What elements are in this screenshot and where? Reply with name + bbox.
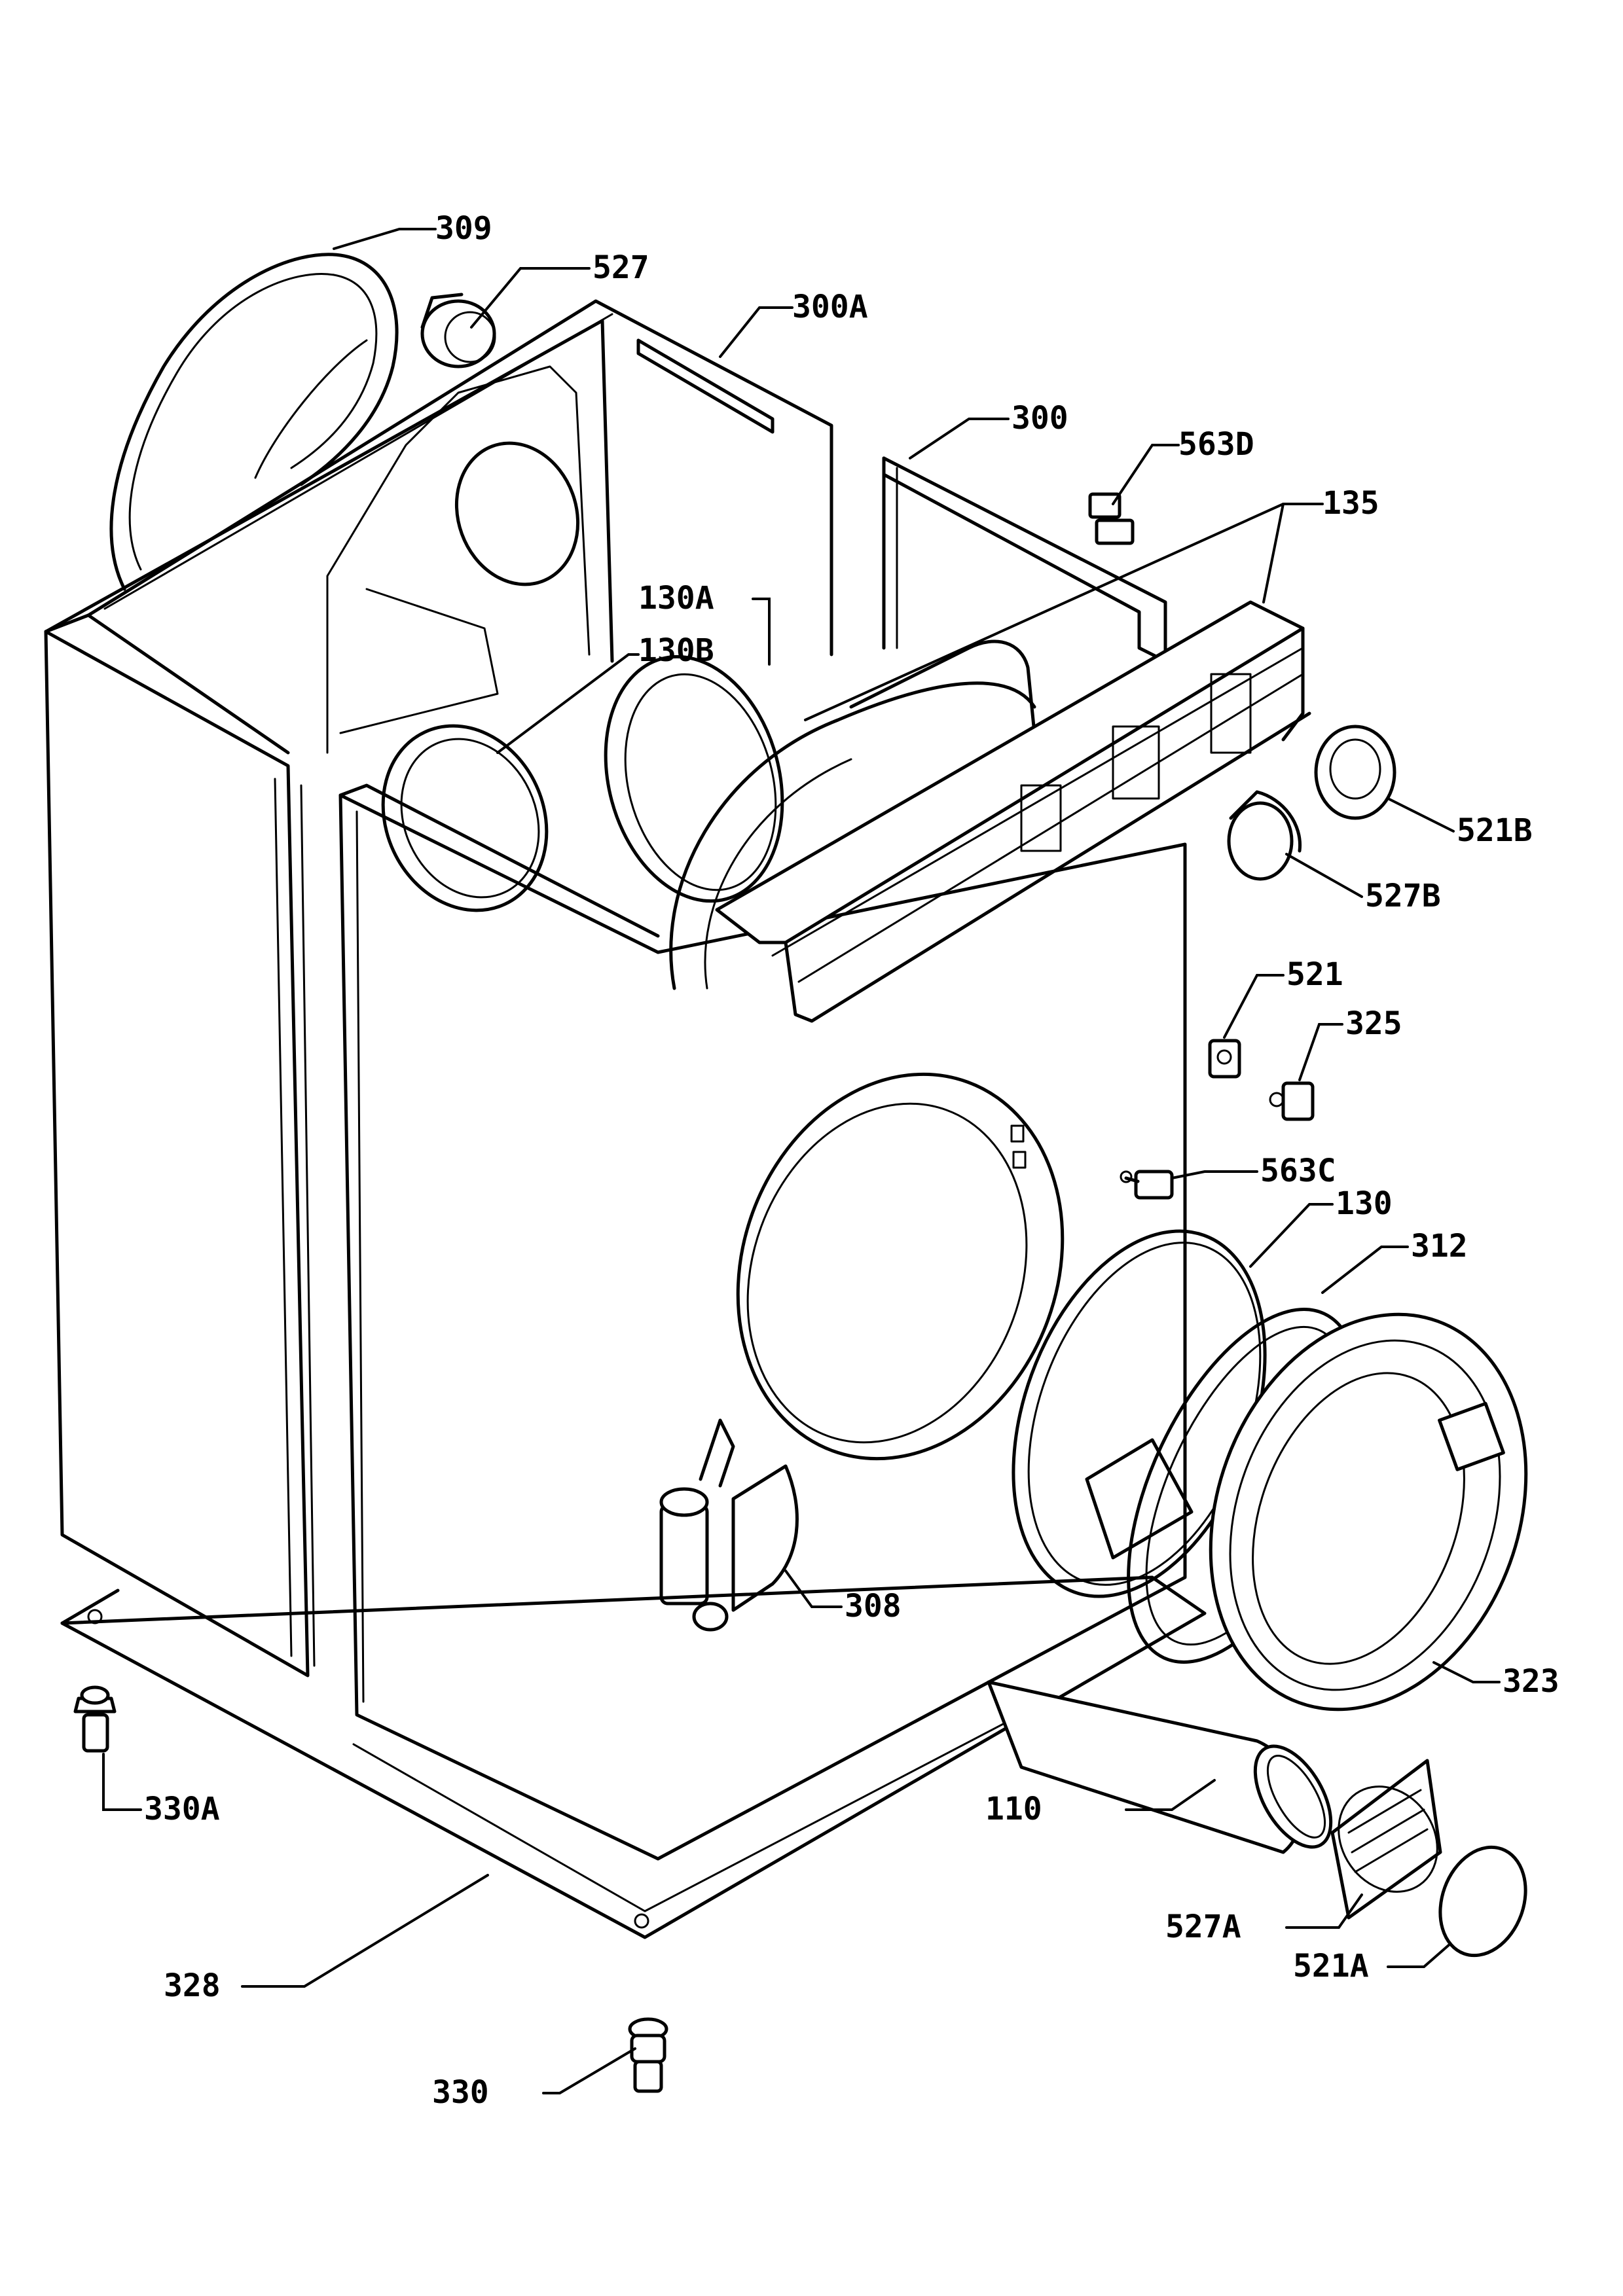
- callout-312: 312: [1411, 1228, 1468, 1265]
- callout-521a: 521A: [1293, 1948, 1369, 1984]
- callout-563c: 563C: [1260, 1153, 1336, 1189]
- foot-330a: [73, 1685, 117, 1753]
- cabinet-front-panel: [338, 783, 1187, 1861]
- drum-tub: [669, 639, 1036, 990]
- callout-325: 325: [1345, 1005, 1402, 1042]
- filter-cap-521a: [1438, 1845, 1527, 1958]
- filter-housing-527a: [1330, 1759, 1442, 1920]
- inner-drum-seal-130a: [604, 655, 784, 903]
- callout-110: 110: [985, 1791, 1042, 1827]
- switch-563c: [1120, 1170, 1174, 1200]
- callout-300: 300: [1012, 400, 1068, 437]
- callout-527a: 527A: [1165, 1909, 1241, 1945]
- cabinet-rear-panel: [44, 299, 833, 754]
- plug-527: [420, 293, 496, 368]
- callout-323: 323: [1503, 1663, 1559, 1700]
- knob-521: [1208, 1039, 1241, 1079]
- door-323: [1209, 1312, 1528, 1712]
- rear-drum-seal-309: [109, 253, 399, 591]
- callout-308: 308: [845, 1588, 902, 1624]
- callout-300a: 300A: [792, 289, 868, 325]
- bracket-325: [1269, 1081, 1315, 1121]
- cabinet-left-side-panel: [44, 613, 316, 1677]
- door-hinge-308: [659, 1418, 799, 1632]
- callout-330: 330: [432, 2074, 489, 2111]
- callout-309: 309: [435, 210, 492, 247]
- knob-527b: [1227, 790, 1302, 881]
- callout-521: 521: [1286, 956, 1343, 993]
- callout-135: 135: [1322, 485, 1379, 522]
- door-porthole-opening: [736, 1072, 1065, 1461]
- callout-527: 527: [593, 249, 649, 286]
- inner-drum-seal-130b: [381, 724, 549, 912]
- callout-521b: 521B: [1457, 812, 1533, 849]
- callout-130: 130: [1336, 1185, 1393, 1222]
- callout-527b: 527B: [1365, 878, 1441, 914]
- top-rail-300a: [636, 338, 775, 434]
- callout-330a: 330A: [144, 1791, 220, 1827]
- foot-330: [628, 2017, 668, 2093]
- base-plate-328: [60, 1575, 1207, 1939]
- switch-563d: [1088, 492, 1135, 545]
- callout-130a: 130A: [638, 580, 714, 617]
- callout-328: 328: [164, 1967, 221, 2004]
- knob-521b: [1314, 725, 1396, 820]
- drain-hose-110: [987, 1680, 1333, 1854]
- callout-labels: 309 527 300A 300 563D 135 130A 130B 521B…: [144, 210, 1559, 2111]
- control-panel-bracket-135: [715, 600, 1311, 1023]
- leader-lines: [102, 228, 1501, 2094]
- callout-130b: 130B: [638, 632, 714, 669]
- callout-563d: 563D: [1178, 426, 1254, 463]
